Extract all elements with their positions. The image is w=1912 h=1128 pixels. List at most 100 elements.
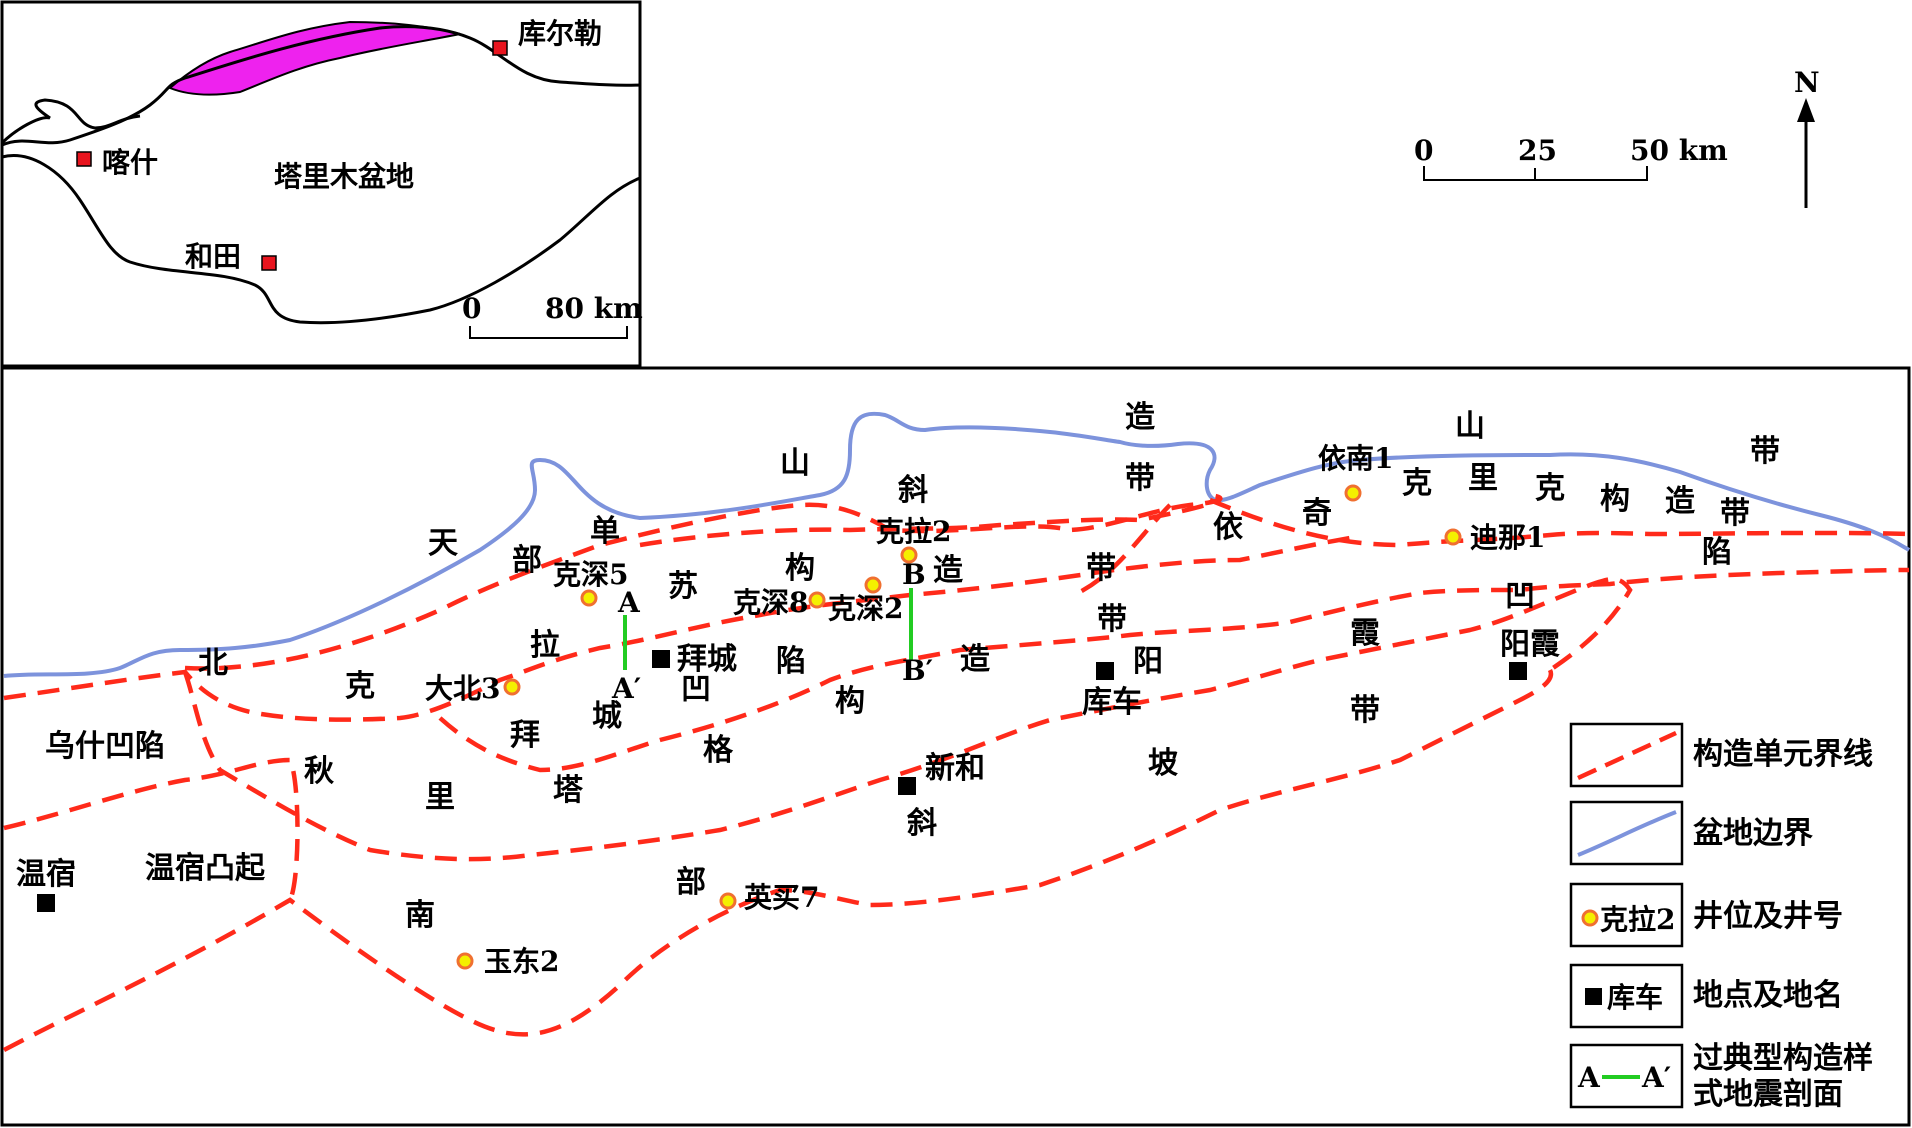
inset-city-korla-label: 库尔勒	[518, 17, 602, 50]
legend-section-label-line1: 过典型构造样	[1693, 1041, 1873, 1076]
boundary-line-6	[438, 567, 1910, 773]
section-aa-start: A	[617, 586, 641, 619]
wells: 克拉2 克深5 克深8 克深2 大北3 依南1 迪那1 英买7 玉东2	[425, 442, 1545, 978]
inset-city-kashgar-label: 喀什	[102, 146, 158, 179]
tectonic-char: 苏	[668, 569, 698, 604]
tectonic-char: 克	[1535, 471, 1565, 506]
tectonic-char: 斜	[907, 806, 937, 841]
tectonic-char: 依	[1213, 510, 1244, 545]
region-wushi-label: 乌什凹陷	[45, 729, 165, 764]
tectonic-char: 凹	[681, 672, 711, 707]
inset-scale-zero: 0	[462, 292, 481, 325]
legend-boundary-sample	[1577, 810, 1677, 857]
tectonic-char: 南	[405, 898, 435, 933]
legend-section-sample-end: A′	[1641, 1061, 1671, 1094]
region-wensu-uplift-label: 温宿凸起	[145, 851, 266, 886]
inset-map: 库尔勒 喀什 和田 塔里木盆地 0 80 km	[0, 0, 643, 368]
inset-city-kashgar-marker	[76, 151, 92, 167]
boundary-line-7	[182, 577, 1633, 862]
scale-end: 50 km	[1630, 134, 1728, 167]
town-yangxia-marker	[1509, 662, 1527, 680]
town-wensu-marker	[37, 894, 55, 912]
basin-boundary	[3, 411, 1911, 678]
tectonic-char: 城	[592, 699, 622, 734]
tectonic-char: 凹	[1505, 579, 1535, 614]
inset-city-hotan-label: 和田	[185, 240, 241, 273]
legend-town-label: 地点及地名	[1693, 978, 1843, 1013]
tectonic-char: 里	[1468, 461, 1498, 496]
well-dina1-marker	[1444, 528, 1462, 546]
inset-basin-boundary-north	[1, 25, 641, 147]
scale-zero: 0	[1414, 134, 1433, 167]
seismic-sections: A A′ B B′	[611, 558, 933, 705]
tectonic-char: 格	[703, 733, 734, 768]
tectonic-char: 陷	[776, 644, 806, 679]
legend-section-sample-start: A	[1577, 1061, 1601, 1094]
well-yudong2-label: 玉东2	[484, 945, 559, 978]
town-baicheng-label: 拜城	[677, 642, 737, 677]
tectonic-unit-labels: 天 山 南 部 单 斜 造 带 山 带 北 克 拉 苏 构 造 带 依 奇 克 …	[198, 400, 1780, 933]
town-xinhe-marker	[898, 777, 916, 795]
inset-city-korla-marker	[492, 40, 508, 56]
tectonic-char: 山	[780, 446, 810, 481]
tectonic-char: 斜	[898, 473, 928, 508]
tectonic-char: 造	[933, 553, 963, 588]
north-label: N	[1794, 66, 1820, 99]
well-kela2-label: 克拉2	[876, 515, 951, 548]
boundary-line-5	[3, 535, 1351, 722]
tectonic-char: 阳	[1133, 644, 1163, 679]
main-map-frame	[0, 366, 1911, 1127]
legend: 构造单元界线 盆地边界 克拉2 井位及井号 库车 地点及地名 A A′ 过典型构…	[1569, 722, 1873, 1112]
boundary-line-3	[1209, 497, 1910, 548]
tectonic-char: 拜	[510, 718, 540, 753]
well-yudong2-marker	[456, 952, 474, 970]
north-arrow: N	[1794, 66, 1820, 208]
well-keshen2-marker	[864, 576, 882, 594]
tectonic-char: 带	[1720, 496, 1750, 531]
tectonic-char: 塔	[553, 773, 584, 808]
tectonic-char: 带	[1350, 693, 1380, 728]
tectonic-char: 里	[425, 780, 455, 815]
boundary-line-4	[1078, 503, 1172, 594]
town-xinhe-label: 新和	[925, 751, 985, 786]
well-yinan1-marker	[1344, 484, 1362, 502]
tectonic-char: 山	[1455, 409, 1485, 444]
legend-fault-sample	[1577, 730, 1677, 781]
legend-town-sample-marker	[1585, 988, 1602, 1005]
tectonic-char: 造	[960, 642, 990, 677]
tectonic-char: 部	[512, 543, 542, 578]
boundary-line-8	[3, 757, 300, 902]
section-bb-start: B	[902, 558, 926, 591]
legend-well-sample-marker	[1581, 909, 1599, 927]
tectonic-char: 奇	[1302, 496, 1332, 531]
well-keshen8-marker	[808, 591, 826, 609]
tectonic-char: 带	[1086, 551, 1116, 586]
legend-fault-box	[1569, 722, 1684, 788]
legend-town-sample-label: 库车	[1607, 981, 1663, 1014]
inset-city-hotan-marker	[261, 255, 277, 271]
tectonic-char: 造	[1665, 484, 1695, 519]
well-dabei3-marker	[503, 678, 521, 696]
well-yingmai7-marker	[719, 892, 737, 910]
tectonic-char: 带	[1125, 461, 1155, 496]
legend-well-label: 井位及井号	[1693, 899, 1843, 934]
town-yangxia-label: 阳霞	[1500, 627, 1560, 662]
tectonic-char: 天	[428, 526, 458, 561]
tectonic-char: 构	[835, 684, 865, 719]
tectonic-char: 陷	[1702, 535, 1732, 570]
well-dina1-label: 迪那1	[1470, 521, 1545, 554]
tectonic-char: 克	[345, 669, 375, 704]
tectonic-char: 构	[785, 551, 815, 586]
well-yinan1-label: 依南1	[1318, 442, 1393, 475]
town-kuche-label: 库车	[1082, 685, 1142, 720]
towns: 拜城 库车 阳霞 新和 温宿	[16, 627, 1560, 912]
legend-section-label-line2: 式地震剖面	[1693, 1077, 1843, 1112]
tectonic-char: 造	[1125, 400, 1155, 435]
inset-scale-end: 80 km	[545, 292, 643, 325]
boundary-line-2	[639, 497, 1222, 548]
well-yingmai7-label: 英买7	[744, 881, 819, 914]
legend-boundary-label: 盆地边界	[1693, 816, 1813, 851]
scale-bar: 0 25 50 km	[1414, 134, 1728, 181]
tectonic-char: 拉	[530, 628, 560, 663]
